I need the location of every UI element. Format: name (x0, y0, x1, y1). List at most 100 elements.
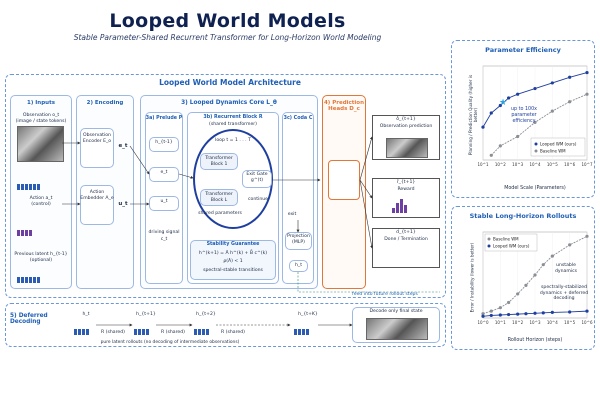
e-t-core-label: e_t (160, 170, 168, 175)
observation-sub: (image / state tokens) (15, 119, 67, 124)
obs-pred-sym: ô_{t+1} (396, 117, 416, 122)
recurrent-sub: (shared transformer) (209, 122, 257, 127)
reward-sym: r̂_{t+1} (396, 180, 416, 185)
data-point (585, 309, 589, 313)
legend-marker-looped (487, 244, 491, 248)
state-1: h_{t+1} (136, 312, 156, 317)
data-point (568, 100, 572, 104)
param-legend: Looped WM (ours)Baseline WM (530, 137, 586, 157)
transformer-block-l-label: Transformer Block L (205, 192, 233, 203)
legend-box (484, 233, 538, 252)
data-point (516, 92, 520, 96)
final-decode-label: Decode only final state (369, 309, 423, 314)
core-label: 3) Looped Dynamics Core L_θ (181, 100, 277, 106)
data-point (533, 120, 537, 124)
continue-label: continue (248, 197, 268, 202)
done-box (372, 228, 440, 268)
stability-title: Stability Guarantee (206, 242, 260, 247)
rollout-note-unstable: unstable dynamics (554, 263, 578, 274)
data-point (568, 310, 572, 314)
u-t-label: u_t (118, 201, 128, 207)
x-tick-label: 10^4 (547, 320, 558, 325)
observation-encoder-label: Observation Encoder E_o (82, 133, 112, 144)
x-tick-label: 10^3 (512, 162, 523, 167)
data-point (533, 86, 537, 91)
data-point (481, 312, 485, 316)
e-t-box (149, 167, 179, 182)
h-t-label: h_t (294, 263, 302, 268)
shared-parameters-label: shared parameters (198, 211, 242, 216)
data-point (481, 125, 485, 129)
coda-panel (282, 112, 314, 284)
data-point (507, 312, 511, 317)
rollout-title: Stable Long-Horizon Rollouts (469, 212, 577, 220)
data-point (533, 311, 537, 315)
prediction-label: 4) Prediction Heads D_c (323, 100, 365, 112)
feed-text: feed into future rollout steps (352, 292, 418, 297)
x-tick-label: 10^6 (582, 320, 593, 325)
data-point (498, 144, 502, 148)
data-point (481, 314, 485, 318)
exit-label: exit (287, 212, 297, 217)
observation-image (17, 126, 64, 162)
data-point (533, 273, 537, 277)
data-point (568, 75, 572, 79)
data-point (568, 243, 572, 247)
legend-looped: Looped WM (ours) (493, 244, 530, 249)
prediction-network (328, 160, 360, 200)
param-xlabel: Model Scale (Parameters) (504, 186, 566, 191)
previous-latent-tokens (17, 268, 41, 287)
done-sym: d̂_{t+1} (396, 230, 416, 235)
state-2: h_{t+2} (196, 312, 216, 317)
reward-bars (392, 198, 408, 217)
action-embedder-label: Action Embedder A_e (80, 190, 114, 201)
deferred-label: 5) Deferred Decoding (10, 313, 48, 325)
data-point (516, 292, 520, 296)
data-point (550, 310, 554, 315)
exit-gate-sub: g^(t) (250, 178, 264, 183)
x-tick-label: 10^5 (547, 162, 558, 167)
h-prev-box (149, 137, 179, 152)
shared-1: R (shared) (161, 330, 185, 335)
state-3: h_{t+K} (298, 312, 318, 317)
encoding-label: 2) Encoding (86, 100, 124, 106)
inputs-label: 1) Inputs (27, 100, 55, 106)
data-point (498, 313, 502, 317)
driving-signal-label: driving signal (148, 230, 180, 235)
rollout-note-stable: spectrally-stabilized dynamics + deferre… (539, 285, 589, 302)
deferred-states: h_t R (shared) h_{t+1} R (shared) h_{t+2… (74, 312, 344, 338)
shared-0: R (shared) (101, 330, 125, 335)
x-tick-label: 10^5 (564, 320, 575, 325)
u-t-core-label: u_t (160, 199, 168, 204)
data-point (498, 103, 502, 108)
legend-baseline: Baseline WM (493, 237, 519, 242)
h-t-box (289, 260, 308, 272)
action-embedder (80, 185, 114, 225)
action-sub: (control) (31, 202, 51, 207)
obs-pred-label: Observation prediction (379, 124, 433, 129)
data-point (524, 312, 528, 316)
action-tokens (17, 221, 33, 240)
data-point (524, 283, 528, 287)
page-title: Looped World Models (109, 10, 346, 32)
x-tick-label: 10^2 (512, 320, 523, 325)
state-2-tokens (194, 320, 210, 339)
h-prev-label: h_{t-1} (155, 140, 173, 145)
loop-circle (193, 129, 273, 229)
data-point (550, 109, 554, 113)
data-point (550, 254, 554, 258)
stability-box (190, 240, 276, 280)
param-annotation: up to 100x parameter efficiency (511, 107, 537, 124)
transformer-block-1-label: Transformer Block 1 (205, 156, 233, 167)
x-tick-label: 10^1 (495, 320, 506, 325)
observation-tokens (17, 175, 41, 194)
param-title: Parameter Efficiency (485, 46, 561, 54)
x-tick-label: 10^2 (495, 162, 506, 167)
legend-marker-looped (534, 142, 538, 146)
stability-note: spectral-stable transitions (203, 268, 263, 273)
shared-2: R (shared) (221, 330, 245, 335)
x-tick-label: 10^6 (564, 162, 575, 167)
legend-marker-baseline (487, 237, 491, 241)
previous-latent-sub: (optional) (29, 258, 53, 263)
data-point (541, 311, 545, 315)
